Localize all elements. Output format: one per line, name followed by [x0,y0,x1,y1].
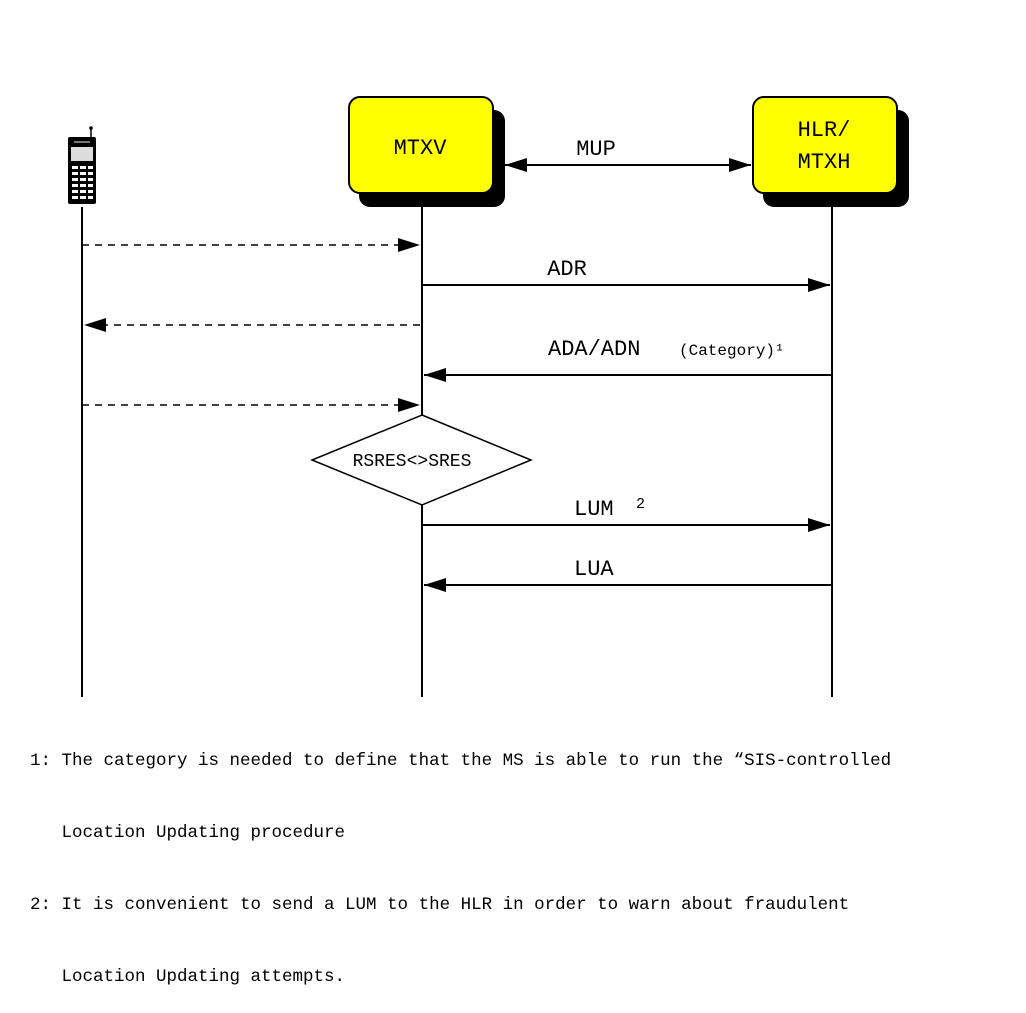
lua-message: LUA [424,557,832,592]
hlr-node: HLR/ MTXH [752,96,909,207]
decision-shape [310,414,533,506]
footnote-1-line-2: Location Updating procedure [30,823,346,843]
hlr-label-line1: HLR/ [798,118,851,143]
ada-category-note: (Category)¹ [679,342,785,360]
mtxv-box [348,96,494,194]
mobile-phone-icon [68,126,96,204]
ada-message: ADA/ADN (Category)¹ [424,337,832,382]
adr-message: ADR [422,257,830,292]
footnotes: 1: The category is needed to define that… [30,701,1020,1013]
lum-footnote-ref: 2 [636,496,645,513]
lum-label: LUM [574,497,614,522]
hlr-label-line2: MTXH [798,150,851,175]
decision-label: RSRES<>SRES [353,452,472,472]
sequence-diagram: MTXV HLR/ MTXH MUP ADR ADA/ADN (Category… [68,96,909,697]
mtxv-node: MTXV [348,96,505,207]
footnote-1-line-1: 1: The category is needed to define that… [30,751,892,771]
hlr-box [752,96,898,194]
footnote-2-line-1: 2: It is convenient to send a LUM to the… [30,895,850,915]
footnote-2-line-2: Location Updating attempts. [30,967,346,987]
adr-label: ADR [547,257,587,282]
lua-label: LUA [574,557,614,582]
mup-label: MUP [576,137,616,162]
decision-diamond: RSRES<>SRES [310,414,533,506]
mup-message: MUP [505,137,751,172]
lum-message: LUM 2 [422,496,830,532]
ada-label: ADA/ADN [548,337,640,362]
mtxv-label: MTXV [394,136,448,161]
